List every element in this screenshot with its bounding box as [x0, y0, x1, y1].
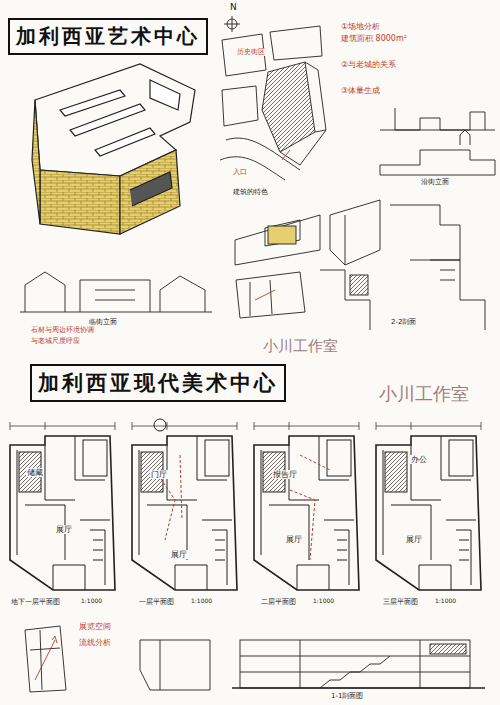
annotation: 临街立面 — [88, 318, 118, 326]
section-1-1 — [232, 640, 485, 688]
annotation: 1:1000 — [190, 598, 213, 605]
annotation: 1-1剖面图 — [330, 692, 364, 700]
annotation: 展览空间 — [78, 622, 112, 631]
annotation: 1:1000 — [434, 598, 457, 605]
title-box: 加利西亚现代美术中心 — [30, 364, 286, 402]
site-plan — [220, 16, 326, 180]
annotation: 报告厅 — [272, 470, 298, 479]
annotation: 2-2剖面 — [390, 318, 417, 326]
annotation: 展厅 — [285, 535, 303, 544]
annotation: 门厅 — [150, 470, 168, 479]
annotation: 建筑的特色 — [232, 188, 269, 196]
annotation: 展厅 — [405, 535, 423, 544]
annotation: 一层平面图 — [138, 598, 175, 606]
annotation: 1:1000 — [312, 598, 335, 605]
annotation: ②与老城的关系 — [340, 60, 397, 69]
annotation: 石材与周边环境协调 — [30, 326, 95, 334]
annotation: 与老城尺度呼应 — [30, 337, 81, 345]
annotation: 二层平面图 — [260, 598, 297, 606]
annotation: 储藏 — [26, 468, 44, 477]
elevation-sketch — [380, 108, 495, 175]
annotation: 地下一层平面图 — [10, 598, 61, 606]
title-text: 加利西亚现代美术中心 — [38, 369, 278, 397]
annotation: 1:1000 — [80, 598, 103, 605]
annotation: N — [229, 2, 238, 12]
annotation: ③体量生成 — [340, 86, 381, 95]
axonometric — [32, 64, 195, 234]
annotation: 展厅 — [170, 550, 188, 559]
title-box: 加利西亚艺术中心 — [8, 18, 208, 55]
annotation: 展厅 — [55, 525, 73, 534]
annotation: 办公 — [410, 455, 428, 464]
street-section — [20, 272, 212, 312]
circulation-diagram — [25, 626, 210, 692]
annotation: 流线分析 — [78, 638, 112, 647]
annotation: 沿街立面 — [420, 178, 450, 186]
annotation: 三层平面图 — [382, 598, 419, 606]
feature-sketches — [235, 200, 485, 330]
annotation: 入口 — [232, 168, 248, 176]
annotation: 历史街区 — [236, 48, 266, 56]
watermark: 小川工作室 — [378, 384, 470, 405]
annotation: 建筑面积 8000m² — [340, 34, 408, 43]
watermark: 小川工作室 — [262, 338, 339, 355]
title-text: 加利西亚艺术中心 — [16, 23, 200, 50]
annotation: ①场地分析 — [340, 22, 381, 31]
floor-plans — [10, 419, 481, 590]
